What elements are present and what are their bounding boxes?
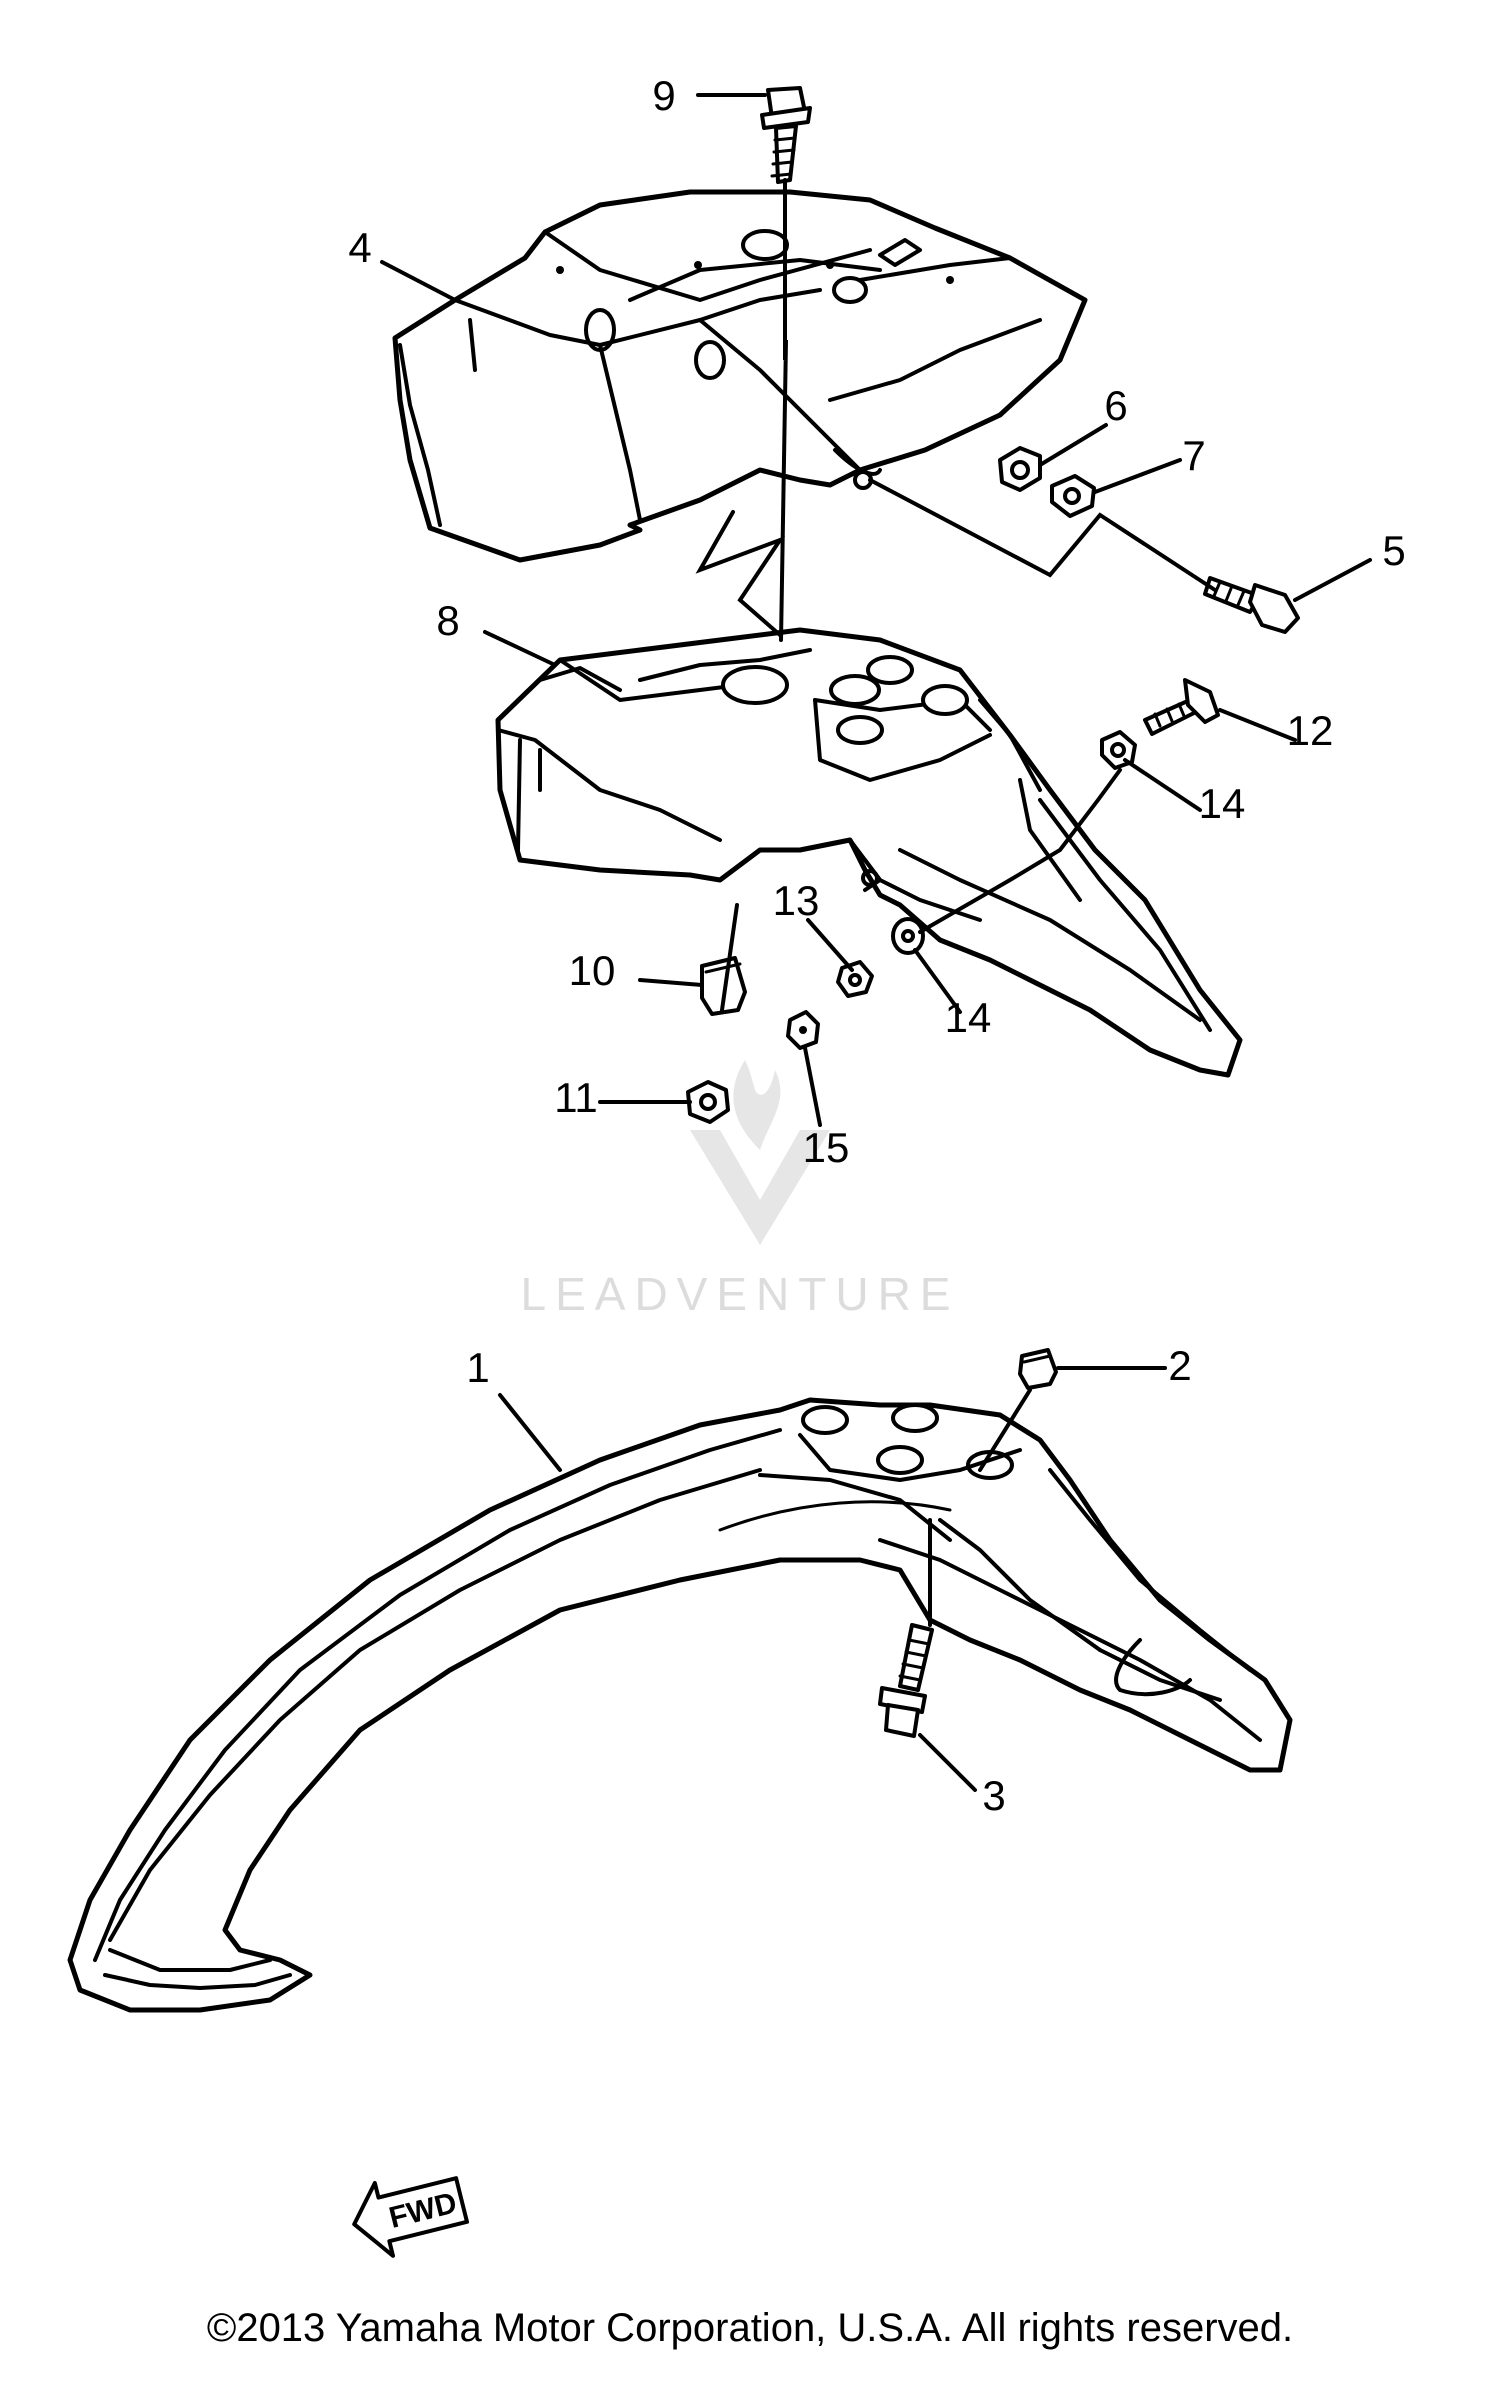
- part-6-nut: [998, 446, 1042, 492]
- callout-1: 1: [466, 1344, 489, 1391]
- copyright-notice: ©2013 Yamaha Motor Corporation, U.S.A. A…: [206, 2306, 1294, 2350]
- callout-4: 4: [348, 224, 371, 271]
- watermark-text: LEADVENTURE: [521, 1268, 960, 1320]
- part-7-washer: [1050, 474, 1096, 518]
- part-14-washer-lower: [891, 917, 925, 955]
- callout-2: 2: [1168, 1342, 1191, 1389]
- callout-7: 7: [1182, 432, 1205, 479]
- part-3-bolt: [878, 1623, 934, 1738]
- callout-15: 15: [803, 1124, 850, 1171]
- callout-11: 11: [554, 1074, 598, 1121]
- callout-8: 8: [436, 597, 459, 644]
- watermark-logo: [690, 1060, 830, 1245]
- callout-14-lower: 14: [945, 994, 992, 1041]
- part-9-bolt: [760, 86, 812, 184]
- callout-14-upper: 14: [1199, 780, 1246, 827]
- part-12-bolt: [1143, 678, 1220, 736]
- leader-lines: [380, 93, 1372, 1792]
- callout-10: 10: [569, 947, 616, 994]
- callout-5: 5: [1382, 527, 1405, 574]
- callout-13: 13: [773, 877, 820, 924]
- part-8-inner-fender: [495, 627, 1243, 1078]
- part-4-fender-cover: [392, 189, 1088, 563]
- fwd-arrow-icon: FWD: [352, 2176, 469, 2258]
- callout-3: 3: [982, 1772, 1005, 1819]
- callout-12: 12: [1287, 707, 1334, 754]
- part-13-nut: [836, 960, 874, 998]
- part-1-front-fender: [67, 1397, 1293, 2013]
- callout-9: 9: [652, 72, 675, 119]
- part-11-nut: [686, 1080, 730, 1124]
- callout-6: 6: [1104, 382, 1127, 429]
- part-2-grommet: [1018, 1348, 1058, 1390]
- part-5-bolt: [1203, 576, 1300, 634]
- part-15-nut: [786, 1010, 820, 1050]
